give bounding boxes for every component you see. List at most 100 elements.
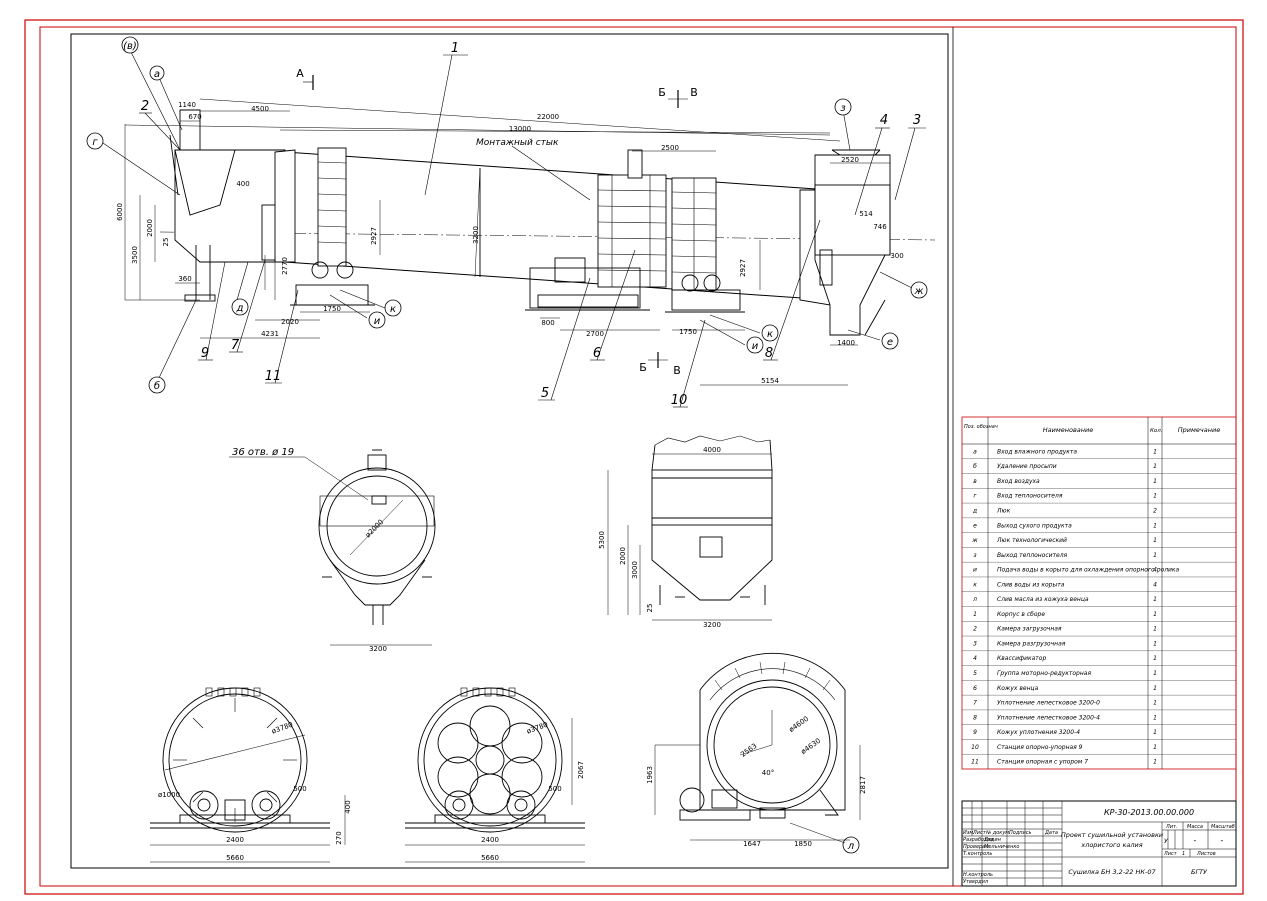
pos-9-label: 9 [201,346,209,361]
dim-1140: 1140 [178,101,196,109]
outlet-hopper-view [607,435,773,621]
tb-name-checker: Мельниченко [984,844,1019,850]
letter-labels: (в) а г б д и к з ж е и к л [92,41,923,852]
spec-row-pos: д [972,507,977,514]
dim-13000: 13000 [509,125,531,133]
dim-s1-d3780: ø3780 [271,721,295,736]
tb-col-sign: Подпись [1009,830,1032,836]
spec-rows [962,458,1236,755]
spec-row-qty: 1 [1153,552,1157,559]
dim-746: 746 [873,223,887,231]
spec-row-pos: 11 [971,759,979,766]
view-a-label: А [296,67,304,80]
spec-row-qty: 1 [1153,626,1157,633]
dim-s1-270: 270 [335,831,343,844]
spec-row-qty: 1 [1153,655,1157,662]
tb-role-developed: Разработал [963,837,994,843]
pos-11-label: 11 [265,369,282,384]
spec-header-qty: Кол. [1150,428,1163,434]
dim-4231: 4231 [261,330,279,338]
label-spill-removal: б [154,380,160,392]
spec-row-qty: 1 [1153,759,1157,766]
label-tech-hatch: ж [913,286,923,297]
pos-6-label: 6 [593,346,601,361]
spec-row-pos: 9 [973,729,977,736]
spec-table: Поз. обознач Наименование Кол. Примечани… [961,416,1237,770]
dim-s2-5660: 5660 [481,854,499,862]
tb-subtitle: Сушилка БН 3,2-22 НК-07 [1068,868,1156,876]
dim-360: 360 [178,275,191,283]
dim-2770: 2770 [281,257,289,275]
tb-role-ncontrol: Н.контроль [963,872,993,878]
spec-row-name: Слив воды из корыта [997,581,1065,588]
spec-row-qty: 1 [1153,685,1157,692]
spec-row-pos: 4 [973,655,977,662]
spec-row-qty: 1 [1153,640,1157,647]
dim-s1-2400: 2400 [226,836,244,844]
pos-5-label: 5 [541,386,549,401]
holes-note: 36 отв. ø 19 [232,447,294,458]
dim-6000: 6000 [116,203,124,221]
spec-row-pos: 7 [973,700,977,707]
outer-border [24,19,1244,895]
dim-4000: 4000 [703,446,721,454]
label-dry-product-outlet: е [887,337,893,348]
spec-row-qty: 1 [1153,729,1157,736]
dim-s2-d3780: ø3780 [526,721,550,736]
dim-s3-40deg: 40° [762,769,774,777]
tb-title-line1: Проект сушильной установки [1061,831,1163,839]
dim-514: 514 [859,210,873,218]
tb-col-date: Дата [1044,830,1058,836]
dim-s1-400: 400 [344,800,352,813]
dim-view-a-3200: 3200 [369,645,387,653]
dim-s1-5660: 5660 [226,854,244,862]
spec-row-name: Камера разгрузочная [997,640,1066,647]
section-view-1 [150,687,346,863]
label-heat-carrier-inlet: г [92,137,98,148]
pos-3-label: 3 [913,113,921,128]
label-water-drain-2: к [767,329,773,340]
spec-row-pos: 5 [973,670,977,677]
spec-row-name: Выход теплоносителя [997,552,1068,559]
view-v-label-bottom: В [673,364,681,377]
tb-org: БГТУ [1191,868,1208,876]
spec-row-pos: 10 [971,744,979,751]
tb-col-izm: Изм. [963,830,975,836]
montage-joint-note: Монтажный стык [476,138,559,148]
spec-row-name: Квассификатор [997,655,1046,662]
tb-col-doc: № докум. [985,830,1011,836]
tb-col-list: Лист [972,830,987,836]
spec-row-pos: г [973,493,977,500]
tb-role-approved: Утвердил [963,879,989,885]
spec-row-pos: к [973,581,977,588]
end-view-a [229,449,436,646]
spec-row-name: Станция опорная с упором 7 [997,759,1088,766]
position-labels: 1 2 3 4 5 6 7 8 9 10 11 [141,41,921,408]
spec-row-qty: 2 [1153,507,1157,514]
spec-row-qty: 1 [1153,537,1157,544]
dim-1750-right: 1750 [679,328,697,336]
pos-2-label: 2 [141,99,149,114]
dim-hopper-3200: 3200 [703,621,721,629]
tb-title-line2: хлористого калия [1080,841,1142,849]
pos-10-label: 10 [671,393,688,408]
dim-5300: 5300 [598,531,606,549]
view-labels: А Б В Б В [296,67,698,377]
view-a-dimensions: ø2000 3200 [364,518,387,653]
dim-s2-2067: 2067 [577,761,585,779]
dim-2700: 2700 [586,330,604,338]
hopper-view-dimensions: 4000 5300 2000 3000 25 3200 [598,446,721,629]
spec-row-pos: з [973,552,976,559]
section-1-dimensions: ø3780 ø1000 500 400 270 2400 5660 [158,721,352,862]
dim-1750-left: 1750 [323,305,341,313]
dim-800: 800 [541,319,554,327]
tb-name-developer: Дядин [983,837,1002,843]
section-2-dimensions: ø3780 2067 500 2400 5660 [481,721,585,862]
spec-row-name: Вход влажного продукта [997,448,1077,455]
dim-s3-2563: 2563 [739,742,758,759]
spec-row-pos: 6 [973,685,977,692]
spec-row-qty: 1 [1153,448,1157,455]
dim-4500: 4500 [251,105,269,113]
dim-400: 400 [236,180,249,188]
